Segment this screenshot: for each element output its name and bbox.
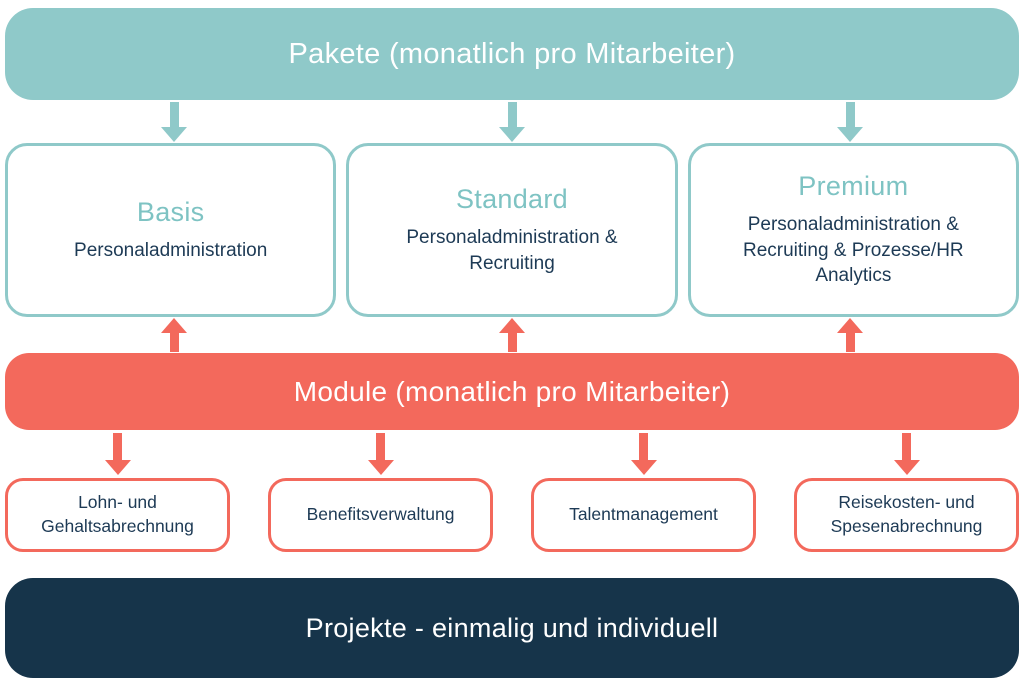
package-description: Personaladministration & Recruiting bbox=[406, 226, 618, 274]
modules-row: Lohn- und Gehaltsabrechnung Benefitsverw… bbox=[5, 478, 1019, 552]
arrow-stem bbox=[902, 433, 911, 460]
modules-banner-title: Module (monatlich pro Mitarbeiter) bbox=[293, 375, 731, 407]
arrow-stem bbox=[376, 433, 385, 460]
arrow-stem bbox=[113, 433, 122, 460]
packages-row: Basis Personaladministration Standard Pe… bbox=[5, 143, 1019, 317]
down-arrow-icon bbox=[499, 101, 525, 142]
up-arrow-icon bbox=[499, 318, 525, 352]
package-title: Premium bbox=[798, 171, 909, 202]
up-arrow-icon bbox=[837, 318, 863, 352]
arrow-head bbox=[499, 126, 525, 142]
modules-down-arrow-row bbox=[5, 430, 1019, 478]
down-arrow-icon bbox=[161, 101, 187, 142]
package-description: Personaladministration bbox=[74, 239, 268, 261]
arrow-stem bbox=[169, 333, 179, 352]
arrow-head bbox=[104, 460, 131, 475]
package-box-premium: Premium Personaladministration & Recruit… bbox=[687, 143, 1019, 317]
package-box-standard: Standard Personaladministration & Recrui… bbox=[346, 143, 678, 317]
arrow-stem bbox=[845, 333, 855, 352]
arrow-head bbox=[837, 126, 863, 142]
module-box-travel-expenses: Reisekosten- und Spesenabrechnung bbox=[794, 478, 1019, 552]
modules-up-arrow-row bbox=[5, 317, 1019, 353]
arrow-stem bbox=[845, 101, 855, 127]
module-box-talent: Talentmanagement bbox=[531, 478, 756, 552]
arrow-head bbox=[367, 460, 394, 475]
packages-banner: Pakete (monatlich pro Mitarbeiter) bbox=[5, 8, 1019, 100]
arrow-head bbox=[893, 460, 920, 475]
module-box-payroll: Lohn- und Gehaltsabrechnung bbox=[5, 478, 230, 552]
down-arrow-icon bbox=[630, 433, 657, 475]
package-box-basis: Basis Personaladministration bbox=[5, 143, 337, 317]
arrow-head bbox=[499, 318, 525, 333]
package-title: Standard bbox=[456, 183, 568, 214]
projects-banner-title: Projekte - einmalig und individuell bbox=[305, 612, 719, 643]
down-arrow-icon bbox=[893, 433, 920, 475]
up-arrow-icon bbox=[161, 318, 187, 352]
arrow-head bbox=[161, 126, 187, 142]
arrow-stem bbox=[639, 433, 648, 460]
down-arrow-icon bbox=[367, 433, 394, 475]
down-arrow-icon bbox=[837, 101, 863, 142]
arrow-stem bbox=[169, 101, 179, 127]
arrow-stem bbox=[507, 101, 517, 127]
down-arrow-icon bbox=[104, 433, 131, 475]
arrow-head bbox=[837, 318, 863, 333]
packages-banner-title: Pakete (monatlich pro Mitarbeiter) bbox=[288, 37, 736, 70]
module-box-benefits: Benefitsverwaltung bbox=[268, 478, 493, 552]
modules-banner: Module (monatlich pro Mitarbeiter) bbox=[5, 353, 1019, 430]
arrow-head bbox=[630, 460, 657, 475]
arrow-head bbox=[161, 318, 187, 333]
packages-arrow-row bbox=[5, 100, 1019, 143]
package-title: Basis bbox=[136, 196, 205, 227]
arrow-stem bbox=[507, 333, 517, 352]
package-description: Personaladministration & Recruiting & Pr… bbox=[742, 214, 964, 287]
projects-banner: Projekte - einmalig und individuell bbox=[5, 578, 1019, 678]
